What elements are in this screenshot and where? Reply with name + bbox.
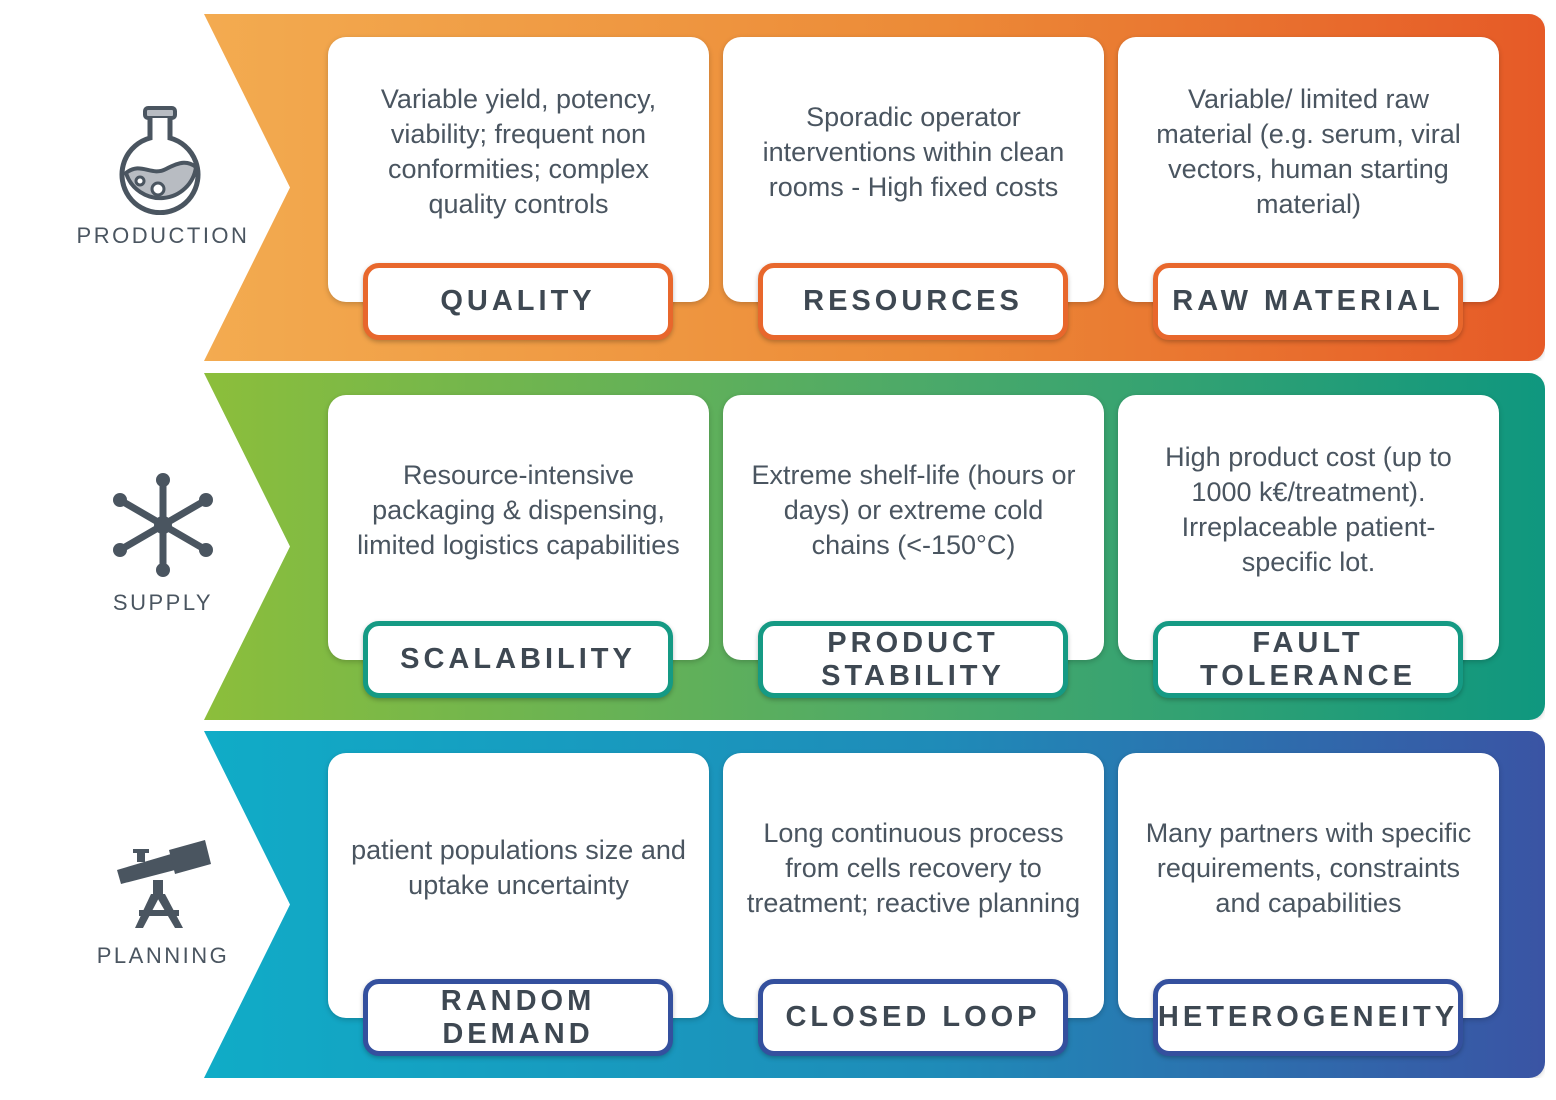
challenge-card: Variable yield, potency, viability; freq… — [328, 37, 709, 340]
challenge-card: Sporadic operator interventions within c… — [723, 37, 1104, 340]
supply-category: SUPPLY — [40, 472, 286, 616]
challenge-label: SCALABILITY — [363, 621, 673, 698]
card-description: High product cost (up to 1000 k€/treatme… — [1165, 442, 1452, 577]
card-description: Variable/ limited raw material (e.g. ser… — [1156, 84, 1461, 219]
card-description: patient populations size and uptake unce… — [351, 835, 686, 900]
challenge-card: Extreme shelf-life (hours or days) or ex… — [723, 395, 1104, 698]
telescope-icon — [117, 840, 211, 928]
challenge-label: RAW MATERIAL — [1153, 263, 1463, 340]
production-category: PRODUCTION — [40, 105, 286, 249]
card-description: Many partners with specific requirements… — [1145, 817, 1472, 918]
planning-category: PLANNING — [40, 840, 286, 969]
challenge-label: RANDOM DEMAND — [363, 979, 673, 1056]
challenge-card: High product cost (up to 1000 k€/treatme… — [1118, 395, 1499, 698]
challenge-label: HETEROGENEITY — [1153, 979, 1463, 1056]
card-description: Resource-intensive packaging & dispensin… — [357, 459, 680, 560]
card-description: Variable yield, potency, viability; freq… — [380, 84, 657, 219]
category-label: PLANNING — [96, 943, 230, 968]
challenge-label: PRODUCT STABILITY — [758, 621, 1068, 698]
network-icon — [113, 473, 213, 577]
challenge-card: Many partners with specific requirements… — [1118, 753, 1499, 1056]
challenge-label: RESOURCES — [758, 263, 1068, 340]
card-description: Sporadic operator interventions within c… — [762, 101, 1065, 202]
category-label: PRODUCTION — [76, 223, 250, 248]
challenge-label: CLOSED LOOP — [758, 979, 1068, 1056]
challenge-card: Long continuous process from cells recov… — [723, 753, 1104, 1056]
card-description: Long continuous process from cells recov… — [746, 817, 1081, 918]
category-label: SUPPLY — [112, 590, 214, 615]
challenge-card: Variable/ limited raw material (e.g. ser… — [1118, 37, 1499, 340]
card-description: Extreme shelf-life (hours or days) or ex… — [751, 459, 1076, 560]
challenge-card: Resource-intensive packaging & dispensin… — [328, 395, 709, 698]
challenge-label: FAULT TOLERANCE — [1153, 621, 1463, 698]
challenge-label: QUALITY — [363, 263, 673, 340]
flask-icon — [119, 106, 201, 215]
challenge-card: patient populations size and uptake unce… — [328, 753, 709, 1056]
